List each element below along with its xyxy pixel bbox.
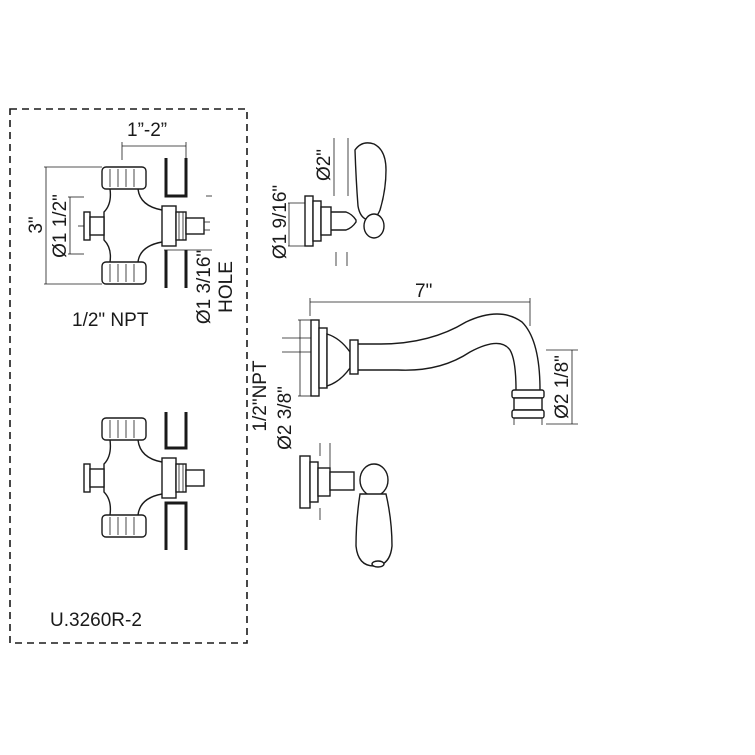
dim-hole-label: HOLE	[216, 261, 237, 313]
handle-top	[288, 138, 387, 266]
dim-escutcheon-label: Ø2"	[314, 149, 335, 181]
rough-in-enclosure	[9, 108, 248, 644]
dim-overall-height: 3"	[26, 166, 102, 285]
dim-flange: Ø1 9/16"	[270, 185, 291, 259]
rough-in-valve-bottom	[83, 412, 205, 550]
spout	[310, 313, 545, 425]
dim-valve-body-label: Ø1 1/2"	[50, 194, 71, 258]
rough-in-valve-top	[78, 158, 212, 288]
dim-spout-flange-label: Ø2 3/8"	[275, 386, 296, 450]
dim-supply-spacing: 1”-2”	[121, 120, 187, 160]
dim-spout-tip: Ø2 1/8"	[546, 349, 578, 425]
dim-hole-size: Ø1 3/16" HOLE	[194, 250, 237, 324]
dim-spout-reach-label: 7"	[415, 281, 432, 302]
dim-spout-reach: 7"	[309, 281, 531, 326]
dim-supply-spacing-label: 1”-2”	[127, 120, 167, 141]
handle-bottom	[299, 443, 393, 568]
supply-thread-label: 1/2" NPT	[72, 310, 149, 331]
dim-flange-label: Ø1 9/16"	[270, 185, 291, 259]
dim-spout-inlet: 1/2"NPT Ø2 3/8"	[250, 319, 311, 450]
dim-valve-body: Ø1 1/2"	[50, 194, 84, 258]
dim-hole-size-label: Ø1 3/16"	[194, 250, 215, 324]
dim-spout-tip-label: Ø2 1/8"	[552, 355, 573, 419]
dim-overall-height-label: 3"	[26, 216, 47, 233]
dim-spout-thread-label: 1/2"NPT	[250, 360, 271, 432]
model-number: U.3260R-2	[50, 610, 142, 631]
